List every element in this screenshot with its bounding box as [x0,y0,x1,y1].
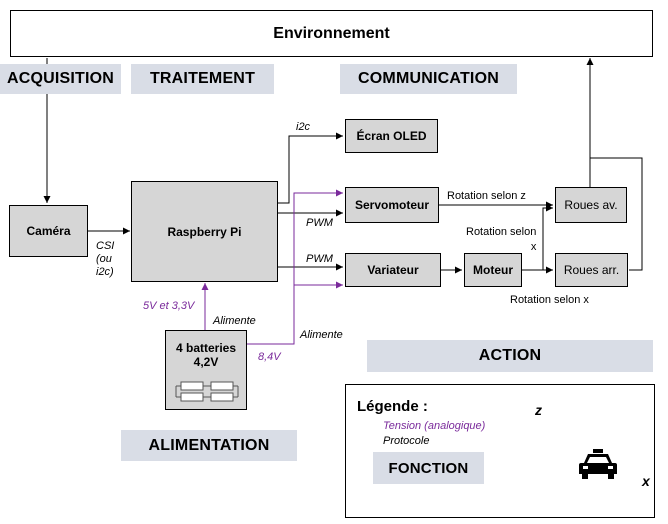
label-pwm-servo: PWM [306,217,333,229]
function-alimentation: ALIMENTATION [121,430,297,461]
environment-box: Environnement [10,10,653,57]
ecran-oled-block: Écran OLED [345,119,438,153]
camera-block: Caméra [9,205,88,257]
roues-arr-block: Roues arr. [555,253,628,287]
function-traitement: TRAITEMENT [131,64,274,94]
function-communication: COMMUNICATION [340,64,517,94]
label-5v-3v3: 5V et 3,3V [143,300,195,312]
function-action: ACTION [367,340,653,372]
label-csi-line1: CSI [96,240,115,252]
legend-tension: Tension (analogique) [383,420,486,432]
battery-pack-icon [175,381,239,402]
label-8-4v: 8,4V [258,351,281,363]
car-icon [579,449,617,479]
label-rotation-x-top-line1: Rotation selon [466,226,537,238]
label-rotation-x-top: Rotation selon x [466,225,536,255]
label-csi-line2: (ou [96,253,112,265]
legend-box: Légende : Tension (analogique) Protocole… [345,384,655,518]
batteries-line1: 4 batteries [175,341,237,355]
label-rotation-x-bottom: Rotation selon x [510,294,589,306]
legend-protocole: Protocole [383,435,430,447]
legend-fonction: FONCTION [373,452,484,484]
label-alimente-actuators: Alimente [300,329,343,341]
label-pwm-variateur: PWM [306,253,333,265]
raspberry-to-ecran-arrow [278,132,343,204]
raspberry-pi-block: Raspberry Pi [131,181,278,282]
batteries-line2: 4,2V [193,355,219,369]
label-csi-line3: i2c) [96,266,114,278]
roues-av-block: Roues av. [555,187,627,223]
label-alimente-raspberry: Alimente [213,315,256,327]
servomoteur-block: Servomoteur [345,187,439,223]
label-csi: CSI (ou i2c) [96,240,114,279]
power-to-servo-arrow [247,189,343,345]
function-acquisition: ACQUISITION [0,64,121,94]
label-i2c: i2c [296,121,311,133]
variateur-block: Variateur [345,253,441,287]
legend-title: Légende : [357,398,428,415]
label-rotation-x-top-line2: x [530,241,537,253]
roues-to-env-arrow [590,58,643,271]
label-rotation-z: Rotation selon z [447,190,526,202]
rotation-x-branch-arrow [542,204,553,270]
legend-axis-z: z [535,402,542,418]
legend-axis-x: x [642,473,650,489]
moteur-block: Moteur [464,253,522,287]
roues-av-label: Roues av. [564,198,618,212]
roues-arr-label: Roues arr. [563,263,620,277]
batteries-block: 4 batteries 4,2V [165,330,247,410]
environment-label: Environnement [273,24,390,42]
